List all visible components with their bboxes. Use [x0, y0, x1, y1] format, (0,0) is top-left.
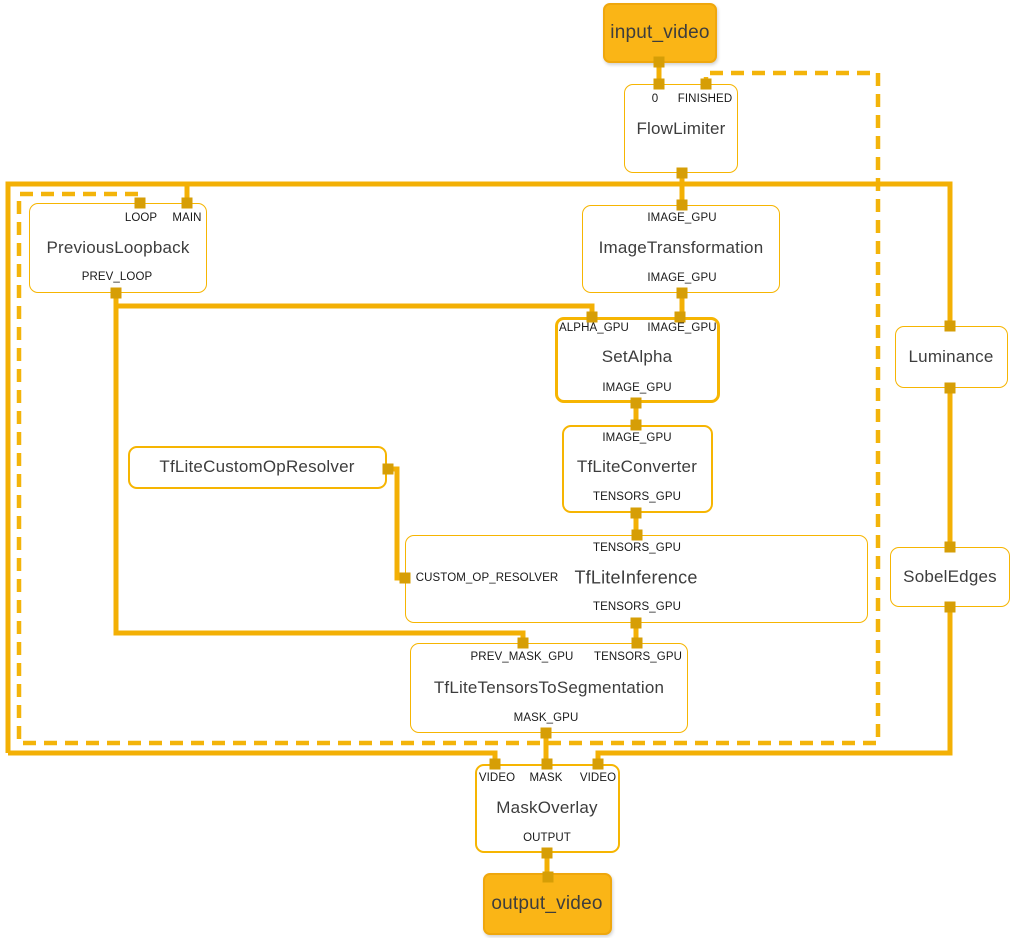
mask-overlay-port-label-output: OUTPUT: [523, 832, 571, 844]
image-transformation-port-label-image-gpu: IMAGE_GPU: [647, 212, 717, 224]
flow-limiter-label: FlowLimiter: [636, 119, 726, 138]
tflite-inference-port-label-custom-op-resolver: CUSTOM_OP_RESOLVER: [415, 572, 559, 584]
previous-loopback-port-label-prev-loop: PREV_LOOP: [81, 271, 153, 283]
image-transformation-label: ImageTransformation: [598, 238, 764, 257]
tflite-custom-op-resolver-label: TfLiteCustomOpResolver: [159, 457, 355, 476]
mask-overlay-port-label-video: VIDEO: [579, 772, 617, 784]
previous-loopback-label: PreviousLoopback: [46, 238, 190, 257]
luminance-label: Luminance: [908, 347, 994, 366]
tflite-tensors-to-segmentation-port-label-tensors-gpu: TENSORS_GPU: [593, 651, 683, 663]
tflite-converter-label: TfLiteConverter: [576, 457, 698, 476]
mask-overlay-port-label-video: VIDEO: [478, 772, 516, 784]
tflite-inference-port-label-tensors-gpu: TENSORS_GPU: [592, 542, 682, 554]
sobel-edges-label: SobelEdges: [903, 567, 997, 586]
flow-limiter-port-label-0: 0: [651, 93, 659, 105]
tflite-tensors-to-segmentation-port-label-mask-gpu: MASK_GPU: [513, 712, 579, 724]
tflite-tensors-to-segmentation-port-label-prev-mask-gpu: PREV_MASK_GPU: [470, 651, 574, 663]
input-video-label: input_video: [610, 22, 710, 43]
set-alpha-label: SetAlpha: [601, 347, 673, 366]
image-transformation-port-label-image-gpu: IMAGE_GPU: [647, 272, 717, 284]
previous-loopback-port-label-main: MAIN: [172, 212, 202, 224]
output-video-label: output_video: [491, 893, 603, 914]
flow-limiter-port-label-finished: FINISHED: [677, 93, 733, 105]
set-alpha-port-label-image-gpu: IMAGE_GPU: [647, 322, 717, 334]
tflite-converter-port-label-tensors-gpu: TENSORS_GPU: [592, 491, 682, 503]
tflite-converter-port-label-image-gpu: IMAGE_GPU: [602, 432, 672, 444]
tflite-inference-port-label-tensors-gpu: TENSORS_GPU: [592, 601, 682, 613]
tflite-inference-label: TfLiteInference: [574, 567, 698, 588]
set-alpha-port-label-alpha-gpu: ALPHA_GPU: [559, 322, 629, 334]
set-alpha-port-label-image-gpu: IMAGE_GPU: [602, 382, 672, 394]
tflite-tensors-to-segmentation-label: TfLiteTensorsToSegmentation: [433, 678, 665, 697]
mask-overlay-label: MaskOverlay: [496, 798, 598, 817]
previous-loopback-port-label-loop: LOOP: [124, 212, 158, 224]
mask-overlay-port-label-mask: MASK: [529, 772, 563, 784]
